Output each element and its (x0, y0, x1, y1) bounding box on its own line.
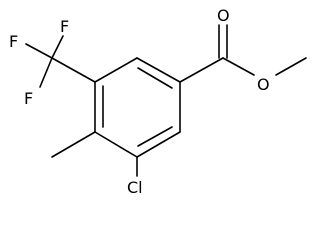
bond-layer (25, 24, 307, 177)
cf3-fluorine-top-left-bond (25, 43, 53, 59)
atom-labels: F F F O O Cl (9, 6, 270, 197)
chlorine-label: Cl (127, 178, 143, 197)
cf3-fluorine-left-bond (39, 57, 53, 88)
ring-inner-double-bond-top (137, 67, 173, 89)
methyl-bond (51, 131, 96, 158)
ring-bond-c1-c2 (136, 57, 181, 83)
ester-oxygen-bond (222, 57, 255, 76)
ring-bond-c3-c4 (136, 131, 181, 158)
ring-bond-c6-c1 (94, 57, 138, 83)
ester-oxygen-label: O (257, 75, 270, 94)
chemical-structure-diagram: F F F O O Cl (9, 6, 307, 197)
fluorine-top-right-label: F (60, 17, 69, 36)
ester-carbon-bond (179, 57, 224, 83)
carbonyl-oxygen-label: O (217, 6, 230, 25)
cf3-fluorine-top-right-bond (51, 35, 64, 59)
cf3-attachment-bond (51, 57, 96, 83)
fluorine-left-label: F (24, 89, 33, 108)
ring-bond-c4-c5 (94, 131, 138, 158)
fluorine-top-left-label: F (9, 32, 18, 51)
ester-methyl-bond (275, 57, 307, 76)
chemical-structure-canvas: F F F O O Cl (9, 6, 307, 197)
ring-inner-double-bond-lower-right (137, 126, 173, 147)
